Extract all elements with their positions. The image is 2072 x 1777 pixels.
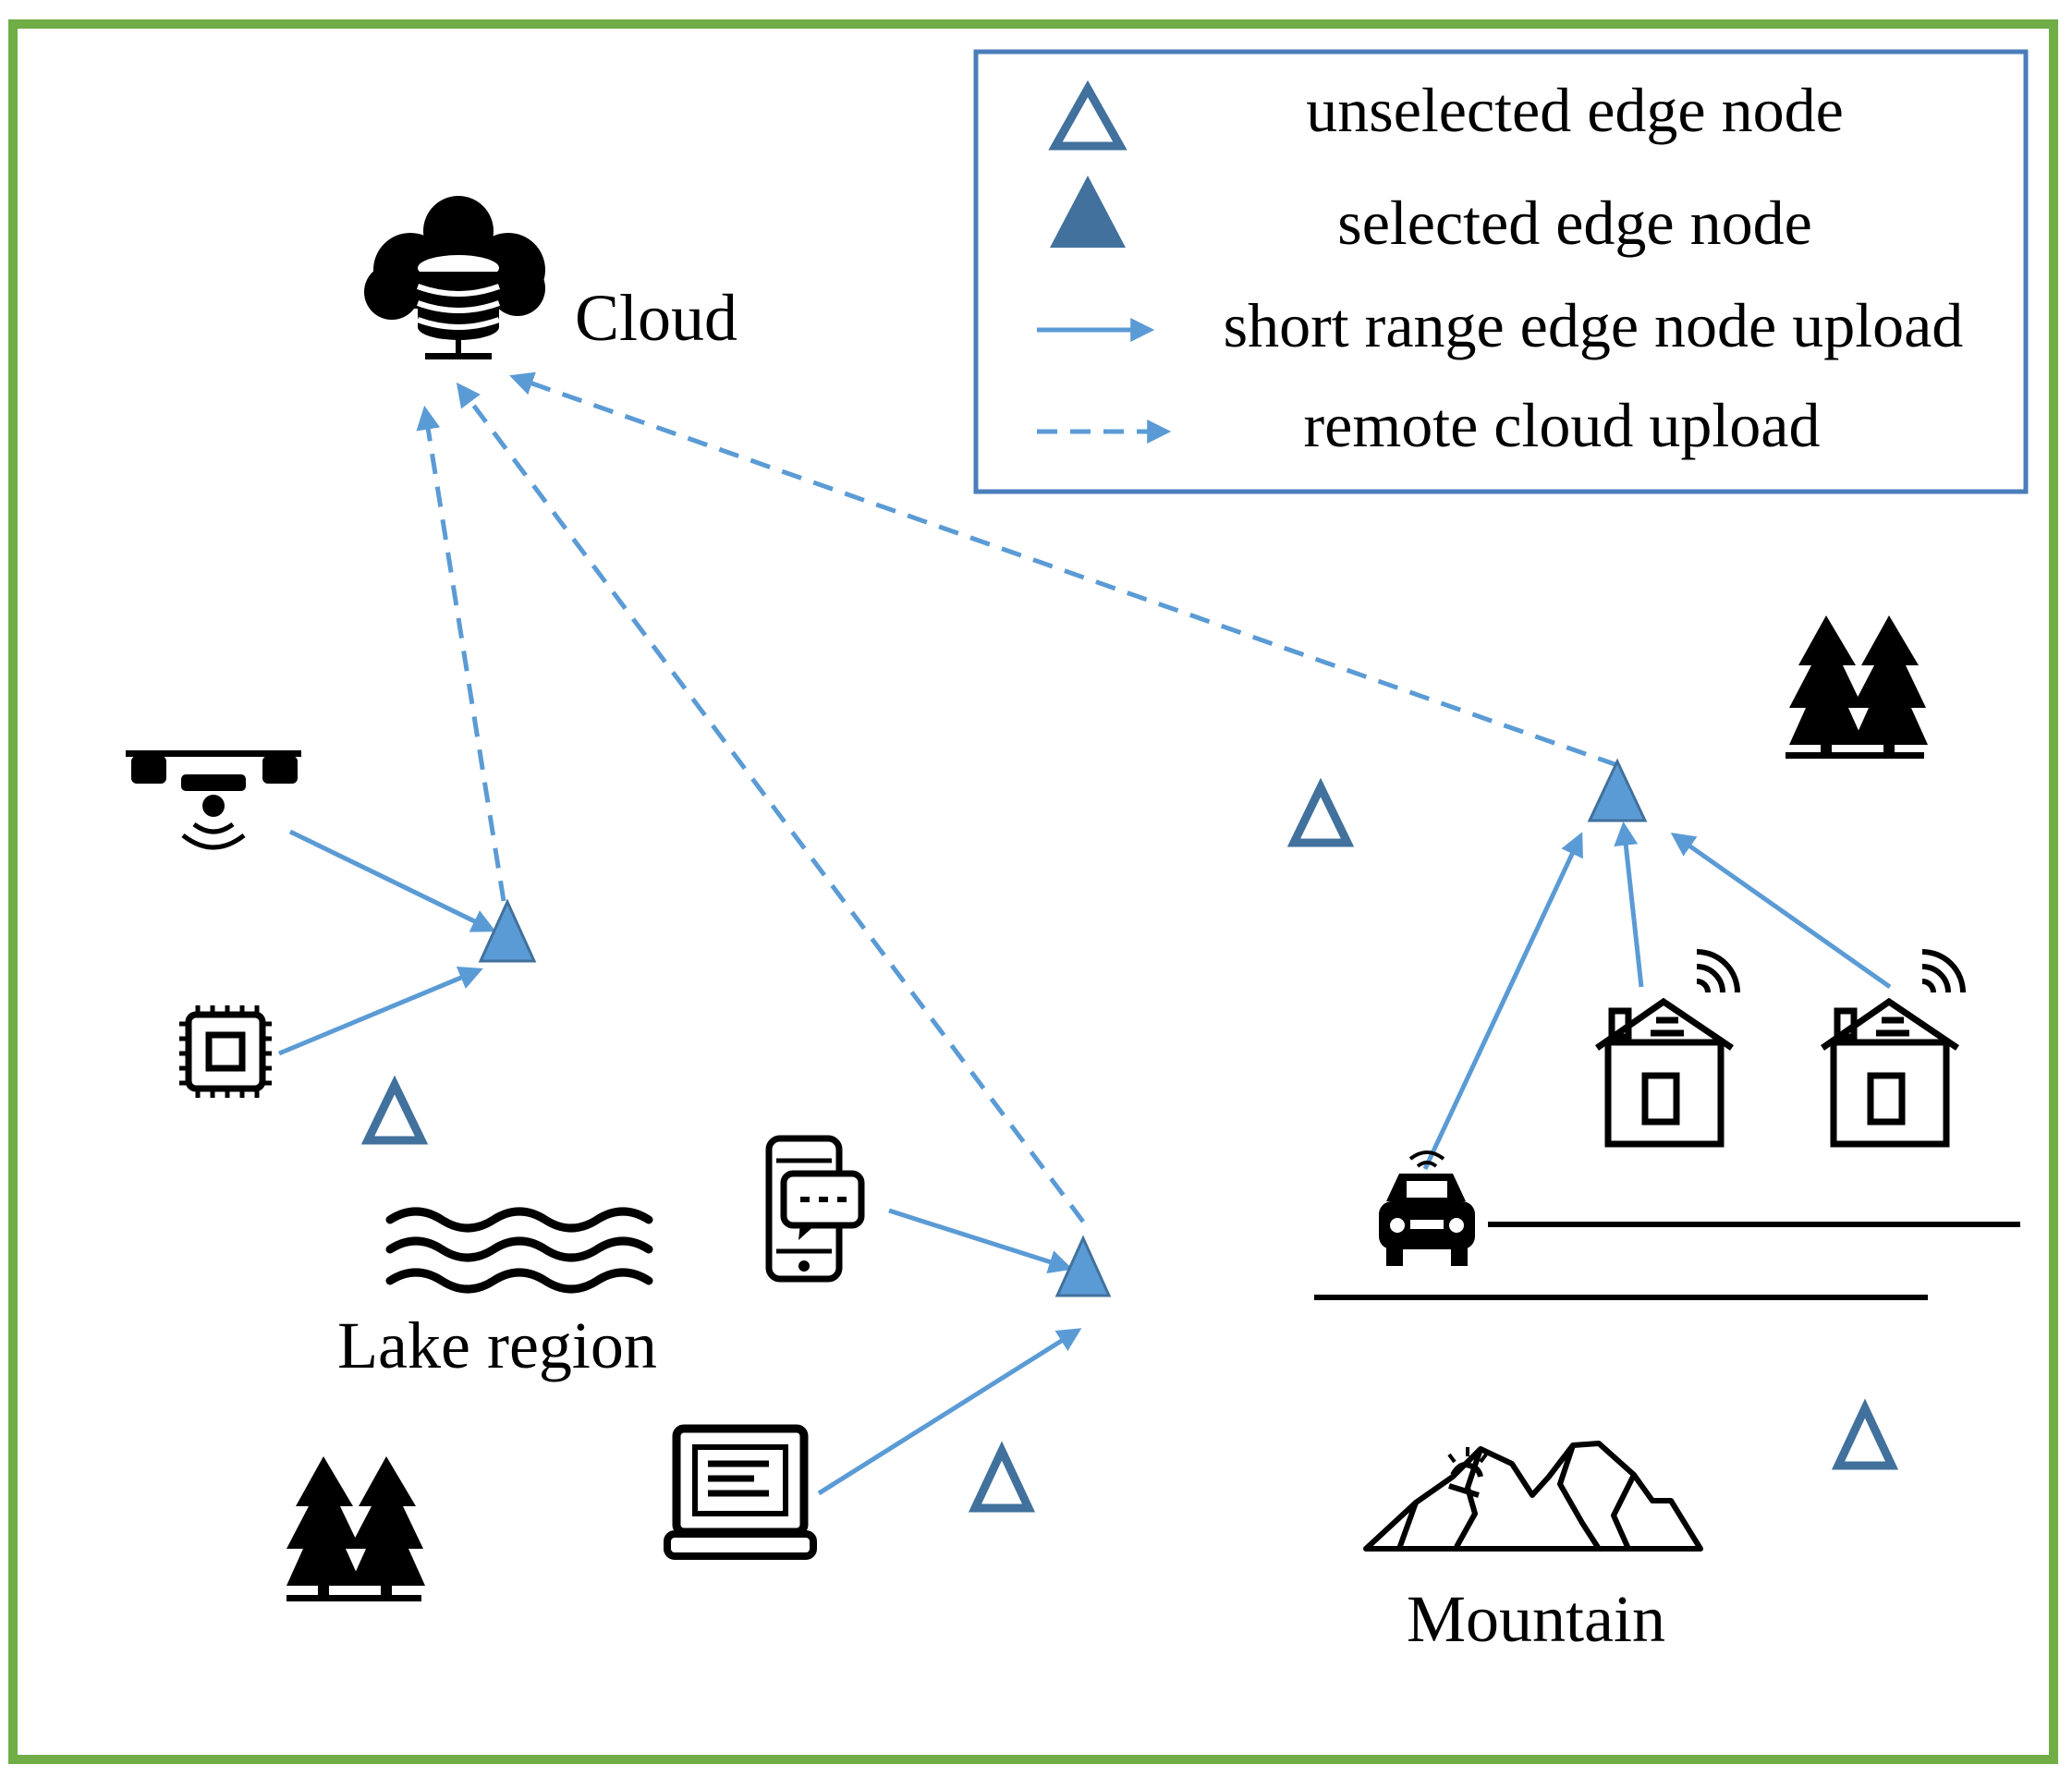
legend-unselected-label: unselected edge node [1306,75,1844,145]
phone-chat-icon [765,1135,865,1283]
edge-nodes [360,758,1899,1513]
unselected-edge-node-1 [360,1075,429,1145]
unselected-edge-node-2 [1286,777,1355,847]
mountain-icon [1363,1441,1703,1552]
laptop-icon [664,1424,817,1560]
upload-car [1422,832,1583,1171]
remote-upload-left [416,405,506,902]
house-wifi-icon [1821,949,1966,1148]
unselected-triangle-icon [1048,79,1127,151]
legend-box [973,49,2029,494]
lake-region-label: Lake region [337,1308,657,1382]
house-wifi-icon [1595,949,1740,1148]
upload-drone [288,829,496,932]
upload-laptop [817,1328,1082,1496]
legend: unselected edge node selected edge node … [973,49,2029,494]
upload-chip [278,967,483,1056]
selected-triangle-icon [1050,176,1126,248]
short-range-uploads [278,821,1892,1496]
unselected-edge-node-4 [1831,1398,1899,1470]
trees-icon [1786,615,1928,759]
trees-icon [286,1456,425,1601]
waves-icon [385,1207,653,1294]
upload-phone [888,1208,1073,1274]
remote-upload-middle [456,382,1086,1223]
remote-uploads [416,371,1618,1223]
selected-edge-node-right [1587,758,1648,822]
upload-house-2 [1670,833,1892,990]
selected-edge-node-left [478,898,537,963]
mountain-label: Mountain [1407,1582,1665,1656]
outer-frame [8,19,2058,1764]
remote-upload-right [509,371,1618,768]
upload-house-1 [1614,821,1644,988]
legend-remote-label: remote cloud upload [1304,390,1821,460]
selected-edge-node-middle [1054,1235,1112,1297]
chip-icon [179,1005,272,1098]
legend-short-range-label: short range edge node upload [1224,290,1964,360]
car-icon [1379,1150,1475,1266]
legend-selected-label: selected edge node [1337,188,1812,258]
drone-icon [126,750,301,850]
cloud-server-icon [364,196,545,359]
cloud-label: Cloud [575,281,737,355]
unselected-edge-node-3 [968,1441,1036,1513]
